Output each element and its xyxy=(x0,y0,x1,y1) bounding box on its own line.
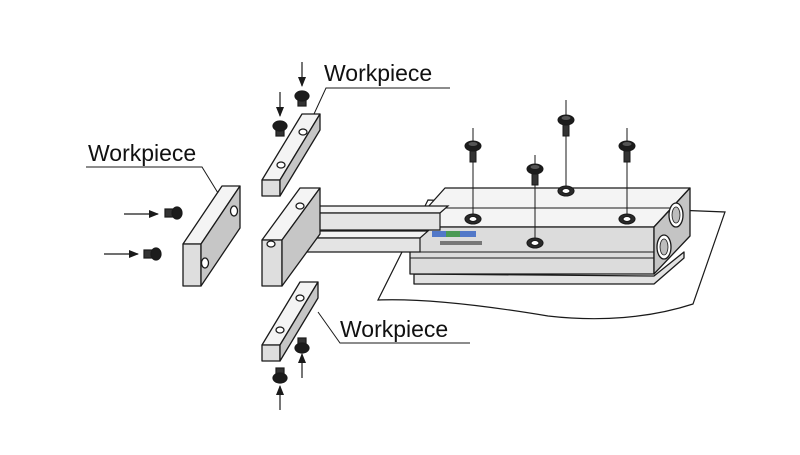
screw-icon xyxy=(557,114,575,137)
body-screws xyxy=(464,100,636,238)
screw-icon xyxy=(294,337,310,354)
label-workpiece-bottom: Workpiece xyxy=(340,316,449,342)
leader-lines xyxy=(86,87,470,344)
workpiece-bottom xyxy=(261,281,319,362)
workpiece-left xyxy=(182,185,241,287)
leader-left xyxy=(86,166,219,194)
screw-icon xyxy=(526,163,544,186)
screw-icon xyxy=(272,120,288,137)
left-workpiece-fasteners xyxy=(104,206,183,261)
end-plate xyxy=(261,187,321,287)
leader-bottom xyxy=(317,311,470,344)
screw-icon xyxy=(618,140,636,163)
screw-icon xyxy=(164,206,183,220)
label-workpiece-top: Workpiece xyxy=(324,60,433,86)
screw-icon xyxy=(272,367,288,384)
leader-top xyxy=(313,87,450,115)
workpiece-top xyxy=(261,113,321,197)
base-rail xyxy=(413,251,685,285)
bottom-workpiece-fasteners xyxy=(272,337,310,410)
screw-icon xyxy=(294,90,310,107)
brand-plate xyxy=(432,231,482,245)
screw-icon xyxy=(143,247,162,261)
screw-icon xyxy=(464,140,482,163)
top-workpiece-fasteners xyxy=(272,62,310,137)
label-workpiece-left: Workpiece xyxy=(88,140,197,166)
